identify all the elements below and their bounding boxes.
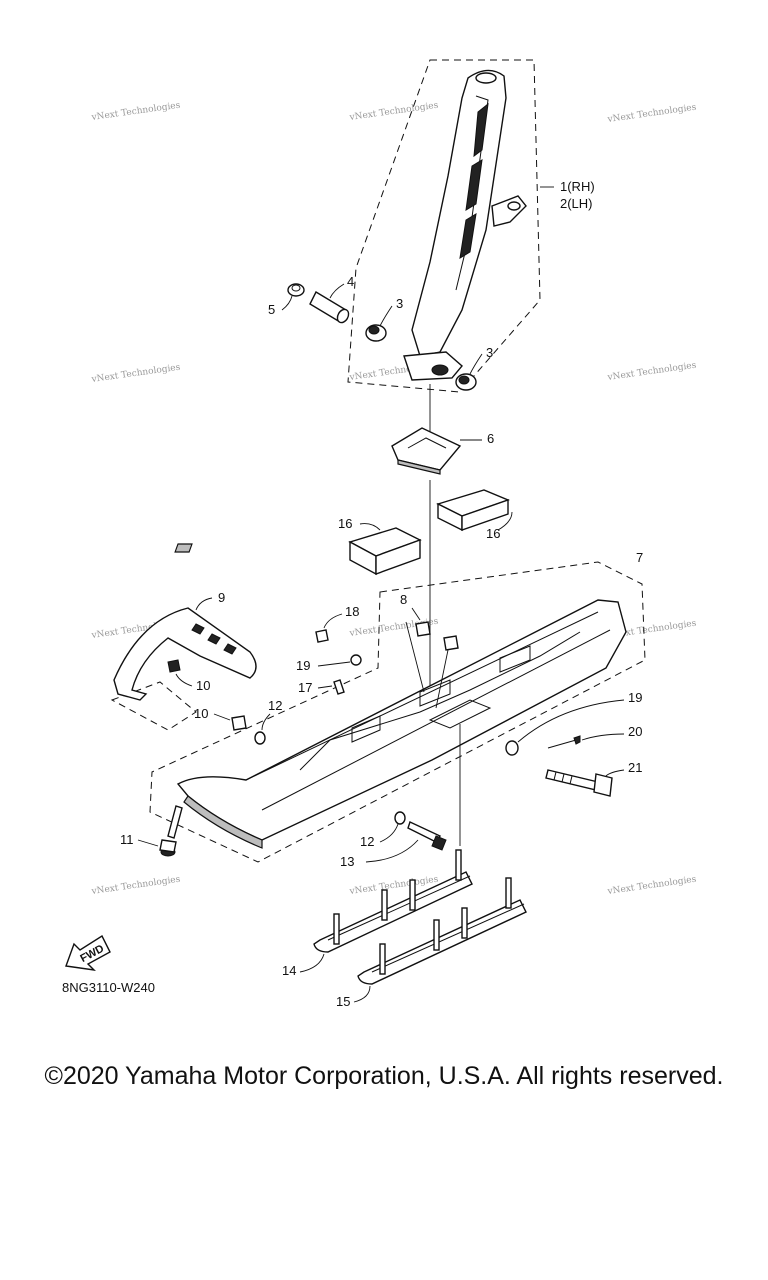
watermark: vNext Technologies [90,101,181,124]
callout-20-label: 20 [628,724,642,739]
callout-2: 2(LH) [560,196,593,211]
callout-11-label: 11 [120,832,134,847]
callout-18: 18 [345,604,359,619]
callout-9: 9 [218,590,225,605]
cotter-pin [547,735,581,749]
screw-bolt [407,821,447,851]
callout-19-right: 19 [628,690,642,705]
watermark: vNext Technologies [606,103,697,126]
washer-19-left [350,654,362,666]
nut-upper [167,659,181,673]
wear-bar-front [313,849,473,953]
ski-handle [113,607,257,701]
callout-12-lower: 12 [360,834,374,849]
washer-upper [254,731,266,745]
handle-group-outline [110,681,197,731]
fwd-arrow-icon: FWD [65,934,111,971]
washer-19-right [505,740,519,756]
callout-12-upper: 12 [268,698,282,713]
bushing-right [455,373,477,391]
screw-17 [333,679,345,695]
wear-bar-rear [357,877,527,985]
callout-14-label: 14 [282,963,296,978]
copyright-notice: ©2020 Yamaha Motor Corporation, U.S.A. A… [44,1062,724,1090]
ski-spindle [403,69,527,381]
watermark: vNext Technologies [90,363,181,386]
watermark: vNext Technologies [606,361,697,384]
callout-3-upper: 3 [396,296,403,311]
collar [287,283,305,297]
callout-8: 8 [400,592,407,607]
callout-19-left: 19 [296,658,310,673]
stopper-right [436,489,510,532]
ski-group-outline [149,561,646,863]
bolt-front [159,805,183,857]
callout-1: 1(RH) [560,179,595,194]
pivot-bolt [545,769,613,797]
callout-10-upper: 10 [196,678,210,693]
watermark: vNext Technologies [348,101,439,124]
callout-4: 4 [347,274,354,289]
nut-pair [415,621,459,651]
exploded-parts-diagram: vNext Technologies vNext Technologies vN… [65,59,697,1009]
callout-13-label: 13 [340,854,354,869]
nut-18 [315,629,329,643]
stopper-left [174,527,422,576]
callout-5: 5 [268,302,275,317]
callout-15-label: 15 [336,994,350,1009]
callout-16-left: 16 [338,516,352,531]
shaft-bushing [309,291,350,324]
callout-10-lower: 10 [194,706,208,721]
washer-lower [394,811,406,825]
callout-21: 21 [628,760,642,775]
ski [176,599,627,849]
drawing-code: 8NG3110-W240 [62,980,155,995]
callout-3-lower: 3 [486,345,493,360]
nut-lower [231,715,247,731]
bushing-left [365,324,387,342]
callout-ski: 7 [636,550,643,565]
watermark: vNext Technologies [90,875,181,898]
callout-17: 17 [298,680,312,695]
callout-16-right: 16 [486,526,500,541]
rubber-damper [391,427,462,475]
callout-6: 6 [487,431,494,446]
watermark: vNext Technologies [606,875,697,898]
